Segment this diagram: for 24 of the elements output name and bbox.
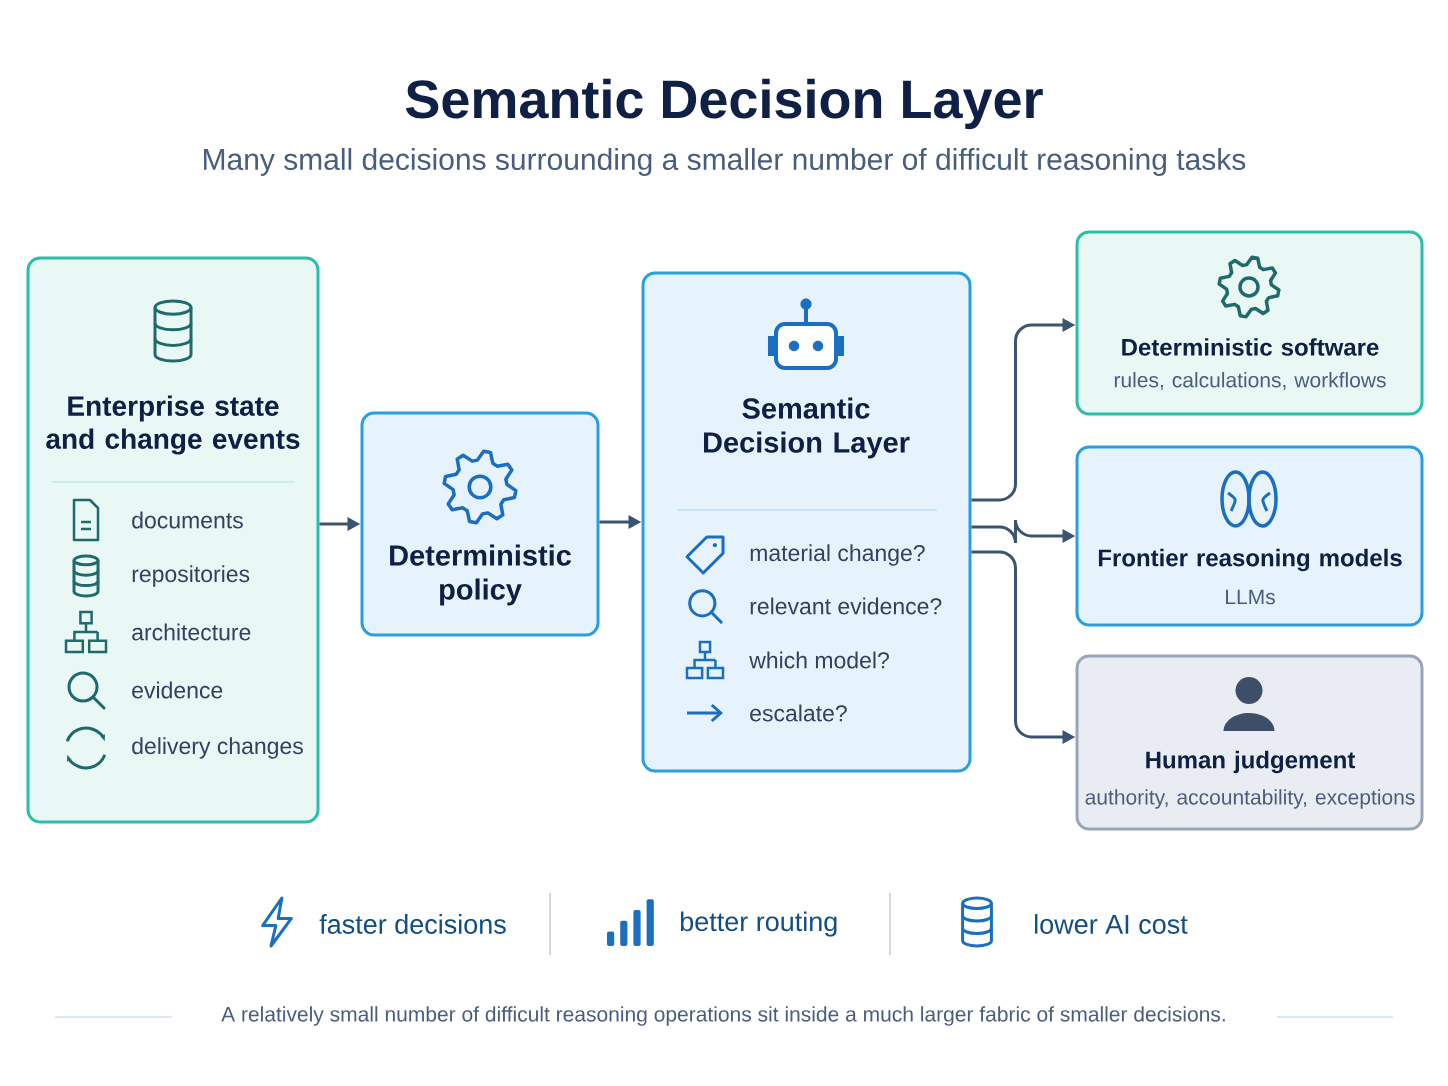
box-subtitle: LLMs xyxy=(1226,589,1275,605)
list-item: escalate? xyxy=(750,704,847,722)
list-item: delivery changes xyxy=(132,737,303,759)
title: Semantic Decision Layer xyxy=(405,78,1043,130)
list-item: documents xyxy=(132,511,243,529)
caption: A relatively small number of difficult reasoning operations sit inside a much larger fabric of smaller decisions. xyxy=(221,1006,1225,1026)
box-heading: Deterministic policy xyxy=(390,544,571,606)
box-subtitle: rules, calculations, workflows xyxy=(1114,372,1386,390)
box-heading: Frontier reasoning models xyxy=(1098,548,1402,572)
box-heading: Enterprise state and change events xyxy=(46,395,300,455)
benefit-text: faster decisions xyxy=(319,914,506,934)
list-item: architecture xyxy=(132,623,251,641)
benefit-text: lower AI cost xyxy=(1035,914,1188,934)
list-item: material change? xyxy=(750,544,925,566)
box-heading: Semantic Decision Layer xyxy=(704,397,910,459)
box-heading: Human judgement xyxy=(1146,750,1356,774)
list-item: evidence xyxy=(132,681,223,699)
benefit-text: better routing xyxy=(680,911,837,937)
list-item: repositories xyxy=(132,565,250,587)
box-heading: Deterministic software xyxy=(1122,338,1379,356)
subtitle: Many small decisions surrounding a smaller number of difficult reasoning tasks xyxy=(204,148,1246,176)
box-subtitle: authority, accountability, exceptions xyxy=(1085,789,1415,809)
list-item: relevant evidence? xyxy=(750,597,942,615)
list-item: which model? xyxy=(749,651,889,669)
